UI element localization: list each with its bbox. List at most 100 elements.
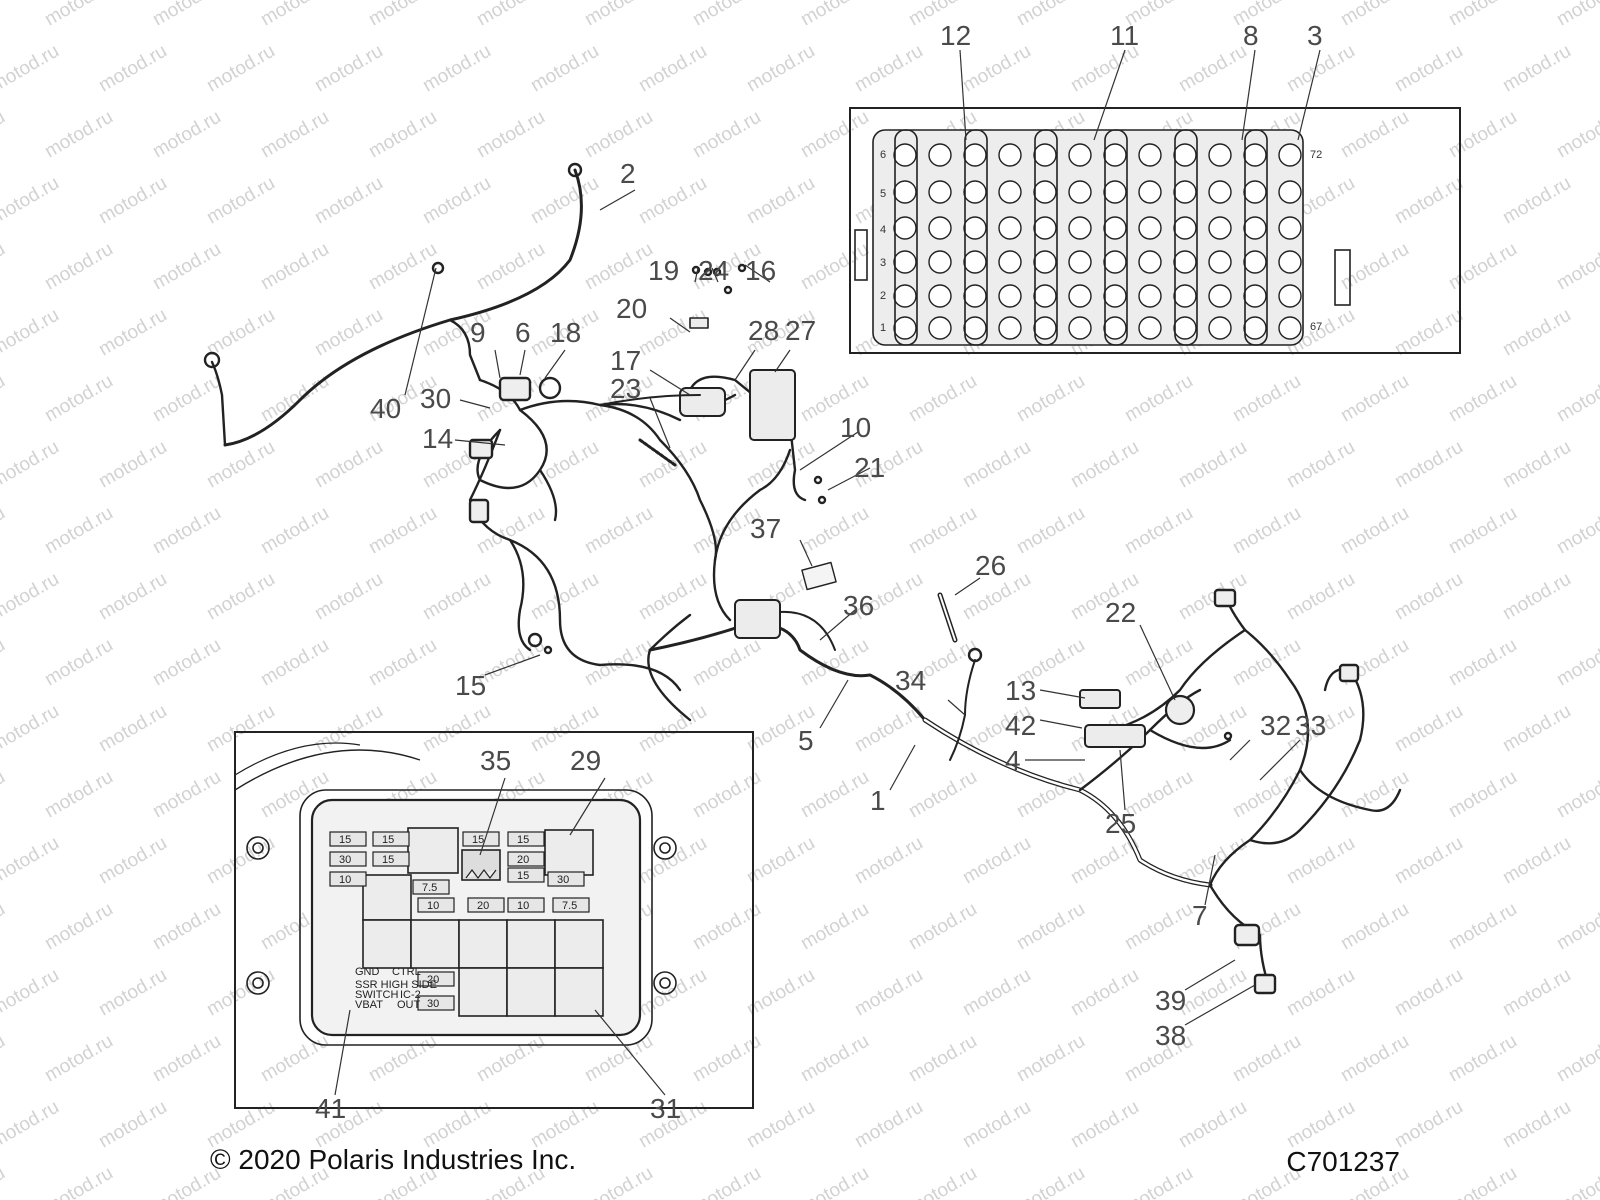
watermark-text: motod.ru <box>905 371 980 427</box>
pin-cavity <box>1208 216 1232 240</box>
watermark-text: motod.ru <box>257 239 332 295</box>
watermark-text: motod.ru <box>1013 767 1088 823</box>
watermark-text: motod.ru <box>635 41 710 97</box>
pin-cavity <box>1278 284 1302 308</box>
pin-cavity <box>1033 143 1057 167</box>
watermark-text: motod.ru <box>905 899 980 955</box>
watermark-text: motod.ru <box>203 701 278 757</box>
connector-latch <box>854 229 868 281</box>
watermark-text: motod.ru <box>1499 173 1574 229</box>
watermark-text: motod.ru <box>797 503 872 559</box>
pin-cavity <box>1138 316 1162 340</box>
pin-cavity <box>963 143 987 167</box>
fuse-rating: 15 <box>517 870 529 882</box>
callout-number: 21 <box>854 452 885 483</box>
watermark-text: motod.ru <box>1391 41 1466 97</box>
fuse-rating: 15 <box>517 834 529 846</box>
watermark-text: motod.ru <box>1445 1163 1520 1200</box>
fuse: 15 <box>507 867 545 883</box>
fuse: 20 <box>507 851 545 867</box>
callout-number: 1 <box>870 785 886 816</box>
watermark-text: motod.ru <box>1445 1031 1520 1087</box>
pin-cavity <box>1173 316 1197 340</box>
watermark-text: motod.ru <box>203 437 278 493</box>
watermark-text: motod.ru <box>797 635 872 691</box>
pin-cavity <box>1278 216 1302 240</box>
watermark-text: motod.ru <box>41 0 116 30</box>
fuse-rating: 15 <box>472 834 484 846</box>
callout-number: 12 <box>940 20 971 51</box>
callout-number: 25 <box>1105 808 1136 839</box>
pin-cavity <box>1033 250 1057 274</box>
watermark-text: motod.ru <box>1229 503 1304 559</box>
pin-cavity <box>1033 316 1057 340</box>
watermark-text: motod.ru <box>797 767 872 823</box>
main-harness <box>203 162 1402 995</box>
pin-cavity <box>1243 316 1267 340</box>
watermark-text: motod.ru <box>311 41 386 97</box>
watermark-text: motod.ru <box>0 569 63 625</box>
pin-cavity <box>1278 250 1302 274</box>
watermark-text: motod.ru <box>1121 371 1196 427</box>
watermark-text: motod.ru <box>851 41 926 97</box>
callout-number: 29 <box>570 745 601 776</box>
watermark-text: motod.ru <box>1553 503 1600 559</box>
callout-number: 37 <box>750 513 781 544</box>
pin-cavity <box>1208 316 1232 340</box>
watermark-text: motod.ru <box>149 0 224 30</box>
watermark-text: motod.ru <box>0 371 9 427</box>
watermark-text: motod.ru <box>1175 569 1250 625</box>
pin-cavity <box>998 180 1022 204</box>
relay-label-ssr: SSR HIGH SIDE <box>355 979 437 991</box>
watermark-text: motod.ru <box>365 1031 440 1087</box>
pin-cavity <box>1243 216 1267 240</box>
watermark-text: motod.ru <box>41 107 116 163</box>
pin-cavity <box>998 216 1022 240</box>
watermark-text: motod.ru <box>797 239 872 295</box>
callout-number: 13 <box>1005 675 1036 706</box>
watermark-text: motod.ru <box>743 173 818 229</box>
pin-cavity <box>963 250 987 274</box>
watermark-text: motod.ru <box>689 1163 764 1200</box>
watermark-text: motod.ru <box>1283 1097 1358 1153</box>
watermark-text: motod.ru <box>149 899 224 955</box>
watermark-text: motod.ru <box>1445 239 1520 295</box>
callout-number: 17 <box>610 345 641 376</box>
fuse: 10 <box>507 897 545 913</box>
watermark-text: motod.ru <box>257 1031 332 1087</box>
fuse: 15 <box>507 831 545 847</box>
watermark-text: motod.ru <box>0 965 63 1021</box>
watermark-text: motod.ru <box>743 965 818 1021</box>
watermark-text: motod.ru <box>1337 0 1412 30</box>
watermark-text: motod.ru <box>689 107 764 163</box>
watermark-text: motod.ru <box>581 503 656 559</box>
watermark-text: motod.ru <box>581 1163 656 1200</box>
callout-number: 30 <box>420 383 451 414</box>
fuse: 15 <box>462 831 500 847</box>
watermark-text: motod.ru <box>0 107 9 163</box>
watermark-text: motod.ru <box>1013 503 1088 559</box>
watermark-text: motod.ru <box>95 41 170 97</box>
watermark-text: motod.ru <box>1229 767 1304 823</box>
pin-row-4: 4 <box>880 224 886 236</box>
watermark-text: motod.ru <box>0 701 63 757</box>
terminal-lock-bar <box>894 129 918 346</box>
watermark-text: motod.ru <box>365 503 440 559</box>
terminal-lock-bar <box>1104 129 1128 346</box>
pin-cavity <box>1173 216 1197 240</box>
watermark-text: motod.ru <box>419 173 494 229</box>
pin-cavity <box>1173 284 1197 308</box>
callout-number: 18 <box>550 317 581 348</box>
pin-cavity <box>1208 180 1232 204</box>
fuse-rating: 15 <box>382 854 394 866</box>
pin-cavity <box>893 216 917 240</box>
fuse: 10 <box>329 871 367 887</box>
watermark-text: motod.ru <box>797 0 872 30</box>
watermark-text: motod.ru <box>1499 833 1574 889</box>
watermark-text: motod.ru <box>1229 635 1304 691</box>
watermark-text: motod.ru <box>959 1097 1034 1153</box>
pin-cavity <box>963 284 987 308</box>
pin-cavity <box>928 216 952 240</box>
